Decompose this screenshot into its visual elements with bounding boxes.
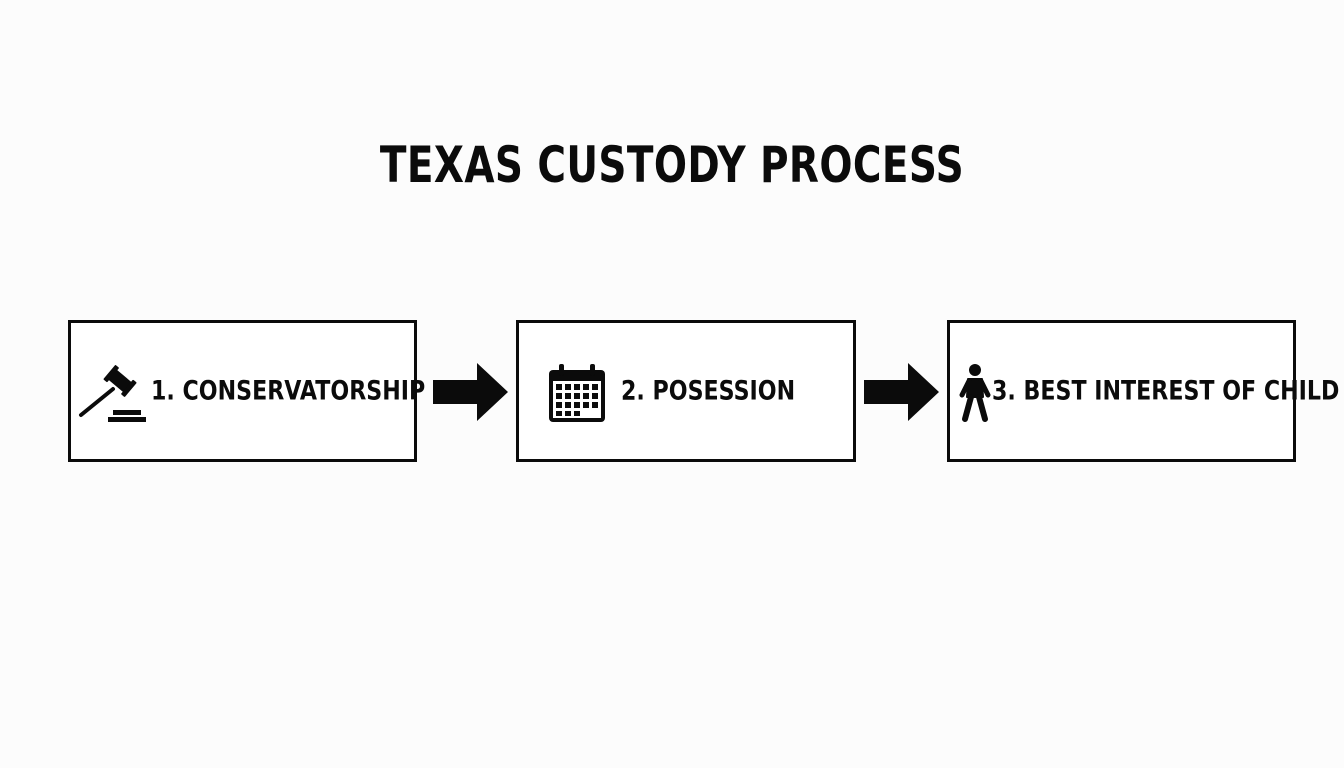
- step-label-best-interest: 3. BEST INTEREST OF CHILD: [992, 375, 1340, 407]
- step-label-possession: 2. POSESSION: [621, 375, 796, 407]
- arrow-right-icon: [864, 363, 939, 421]
- step-label-conservatorship: 1. CONSERVATORSHIP: [151, 375, 426, 407]
- step-box-possession: 2. POSESSION: [516, 320, 856, 462]
- gavel-icon: [79, 365, 146, 422]
- step-box-conservatorship: 1. CONSERVATORSHIP: [68, 320, 425, 462]
- arrow-right-icon: [433, 363, 508, 421]
- diagram-title: TEXAS CUSTODY PROCESS: [379, 136, 965, 194]
- child-icon: [959, 364, 991, 422]
- calendar-icon: [549, 364, 605, 422]
- step-box-best-interest: 3. BEST INTEREST OF CHILD: [947, 320, 1339, 462]
